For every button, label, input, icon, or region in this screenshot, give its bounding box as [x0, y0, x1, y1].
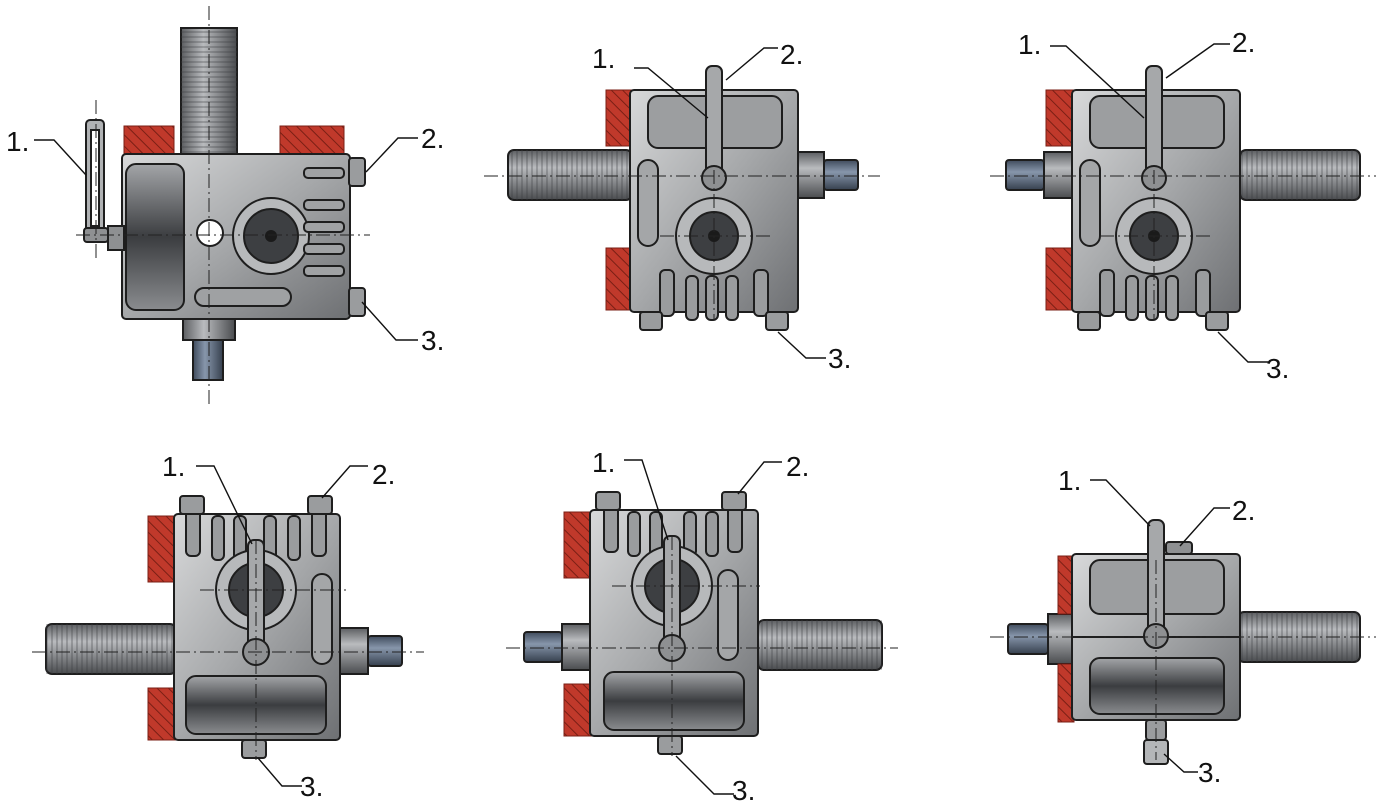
- callout-2: 2.: [372, 459, 395, 490]
- mounting-base: [1045, 89, 1075, 147]
- view-5: 1. 2. 3.: [506, 447, 898, 805]
- plug-3: [639, 311, 663, 331]
- oil-level-gauge: [1145, 65, 1163, 183]
- callout-2: 2.: [786, 451, 809, 482]
- callout-2: 2.: [1232, 495, 1255, 526]
- callout-3: 3.: [828, 343, 851, 374]
- view-2: 1. 2. 3.: [484, 39, 880, 374]
- mounting-base: [147, 515, 177, 583]
- callout-2: 2.: [421, 123, 444, 154]
- callout-3: 3.: [1198, 757, 1221, 788]
- view-4: 1. 2. 3.: [32, 451, 424, 802]
- plug-2: [595, 491, 621, 511]
- view-3: 1. 2. 3.: [990, 27, 1376, 384]
- callout-1: 1.: [1058, 465, 1081, 496]
- plug-3: [765, 311, 789, 331]
- mounting-base: [123, 125, 175, 157]
- mounting-base: [279, 125, 345, 157]
- callout-1: 1.: [162, 451, 185, 482]
- mounting-base: [605, 89, 633, 147]
- callout-1: 1.: [592, 43, 615, 74]
- mounting-base: [147, 687, 177, 741]
- stub-shaft: [337, 627, 369, 675]
- plug-2: [348, 157, 366, 187]
- mounting-base: [563, 683, 593, 737]
- callout-1: 1.: [1018, 29, 1041, 60]
- callout-3: 3.: [732, 775, 755, 805]
- stub-shaft: [1007, 623, 1049, 655]
- callout-3: 3.: [1266, 353, 1289, 384]
- callout-3: 3.: [300, 771, 323, 802]
- plug-3: [348, 287, 366, 317]
- stub-shaft: [523, 631, 563, 663]
- stub-shaft: [192, 339, 224, 381]
- plug-3: [1077, 311, 1101, 331]
- mounting-base: [1045, 247, 1075, 311]
- plug-3: [241, 739, 267, 759]
- stub-shaft: [795, 151, 825, 199]
- plug-2: [179, 495, 205, 515]
- callout-3: 3.: [421, 325, 444, 356]
- plug-2: [307, 495, 333, 515]
- stub-shaft: [1005, 159, 1045, 191]
- oil-level-gauge: [705, 65, 723, 183]
- callout-2: 2.: [780, 39, 803, 70]
- plug-3: [1205, 311, 1229, 331]
- callout-1: 1.: [592, 447, 615, 478]
- plug-3: [657, 735, 683, 755]
- mounting-base: [563, 511, 593, 579]
- callout-1: 1.: [6, 126, 29, 157]
- callout-2: 2.: [1232, 27, 1255, 58]
- plug-2: [1165, 541, 1193, 555]
- plug-2: [721, 491, 747, 511]
- view-6: 1. 2. 3.: [990, 465, 1376, 788]
- mounting-base: [605, 247, 633, 311]
- view-1: 1. 2. 3.: [6, 6, 444, 404]
